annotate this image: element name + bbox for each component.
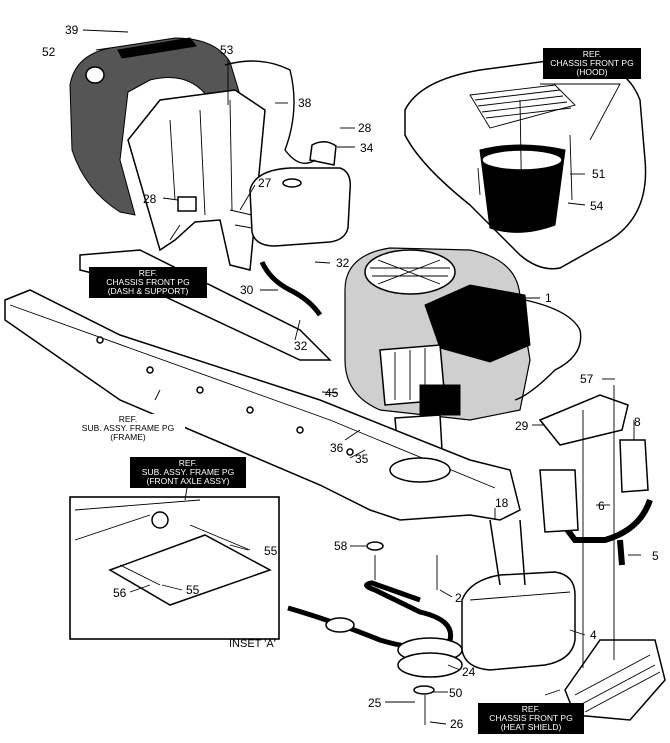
throttle-cable: [514, 299, 582, 401]
callout-53: 53: [220, 43, 234, 57]
ref-hood-line1: REF.: [582, 49, 602, 59]
fuel-tank: [229, 141, 352, 247]
ref-hood-line3: (HOOD): [576, 67, 608, 77]
engine: [344, 247, 531, 453]
callout-58: 58: [334, 539, 348, 553]
callout-52: 52: [42, 45, 56, 59]
callout-28b: 28: [143, 192, 157, 206]
callout-26: 26: [450, 717, 464, 731]
bracket: [538, 394, 629, 446]
callout-30: 30: [240, 283, 254, 297]
callout-36: 36: [330, 441, 344, 455]
callout-50: 50: [449, 686, 463, 700]
ref-frame-line1: REF.: [118, 414, 138, 424]
callout-55a: 55: [264, 544, 278, 558]
callout-numbers: 39 52 53 38 28 34 27 28 51 54 32 30 1 32…: [42, 23, 659, 731]
callout-32a: 32: [336, 256, 350, 270]
callout-57: 57: [580, 372, 594, 386]
muffler: [461, 519, 576, 671]
inset-a-frame: [69, 496, 280, 640]
callout-54: 54: [590, 199, 604, 213]
ref-frame-line2: SUB. ASSY. FRAME PG: [81, 423, 175, 433]
ref-frame-line3: (FRAME): [110, 432, 146, 442]
callout-27: 27: [258, 176, 272, 190]
callout-39: 39: [65, 23, 79, 37]
callout-24: 24: [462, 665, 476, 679]
ref-box-frame: REF. SUB. ASSY. FRAME PG (FRAME): [71, 414, 185, 443]
exhaust-pipe: [557, 498, 653, 566]
callout-38: 38: [298, 96, 312, 110]
ref-heat-line2: CHASSIS FRONT PG: [489, 713, 573, 723]
ref-box-hood: REF. CHASSIS FRONT PG (HOOD): [543, 48, 641, 79]
ref-box-dash: REF. CHASSIS FRONT PG (DASH & SUPPORT): [89, 267, 207, 298]
callout-34: 34: [360, 141, 374, 155]
drive-belt: [287, 580, 463, 725]
callout-35: 35: [355, 452, 369, 466]
ref-heat-line3: (HEAT SHIELD): [500, 722, 562, 732]
ref-axle-line1: REF.: [178, 458, 198, 468]
callout-6: 6: [598, 499, 605, 513]
ref-axle-line3: (FRONT AXLE ASSY): [146, 476, 230, 486]
callout-29: 29: [515, 419, 529, 433]
dash-support: [127, 89, 266, 271]
ref-dash-line1: REF.: [138, 268, 158, 278]
ref-dash-line2: CHASSIS FRONT PG: [106, 277, 190, 287]
hood: [404, 57, 647, 270]
callout-51: 51: [592, 167, 606, 181]
ref-heat-line1: REF.: [521, 704, 541, 714]
ref-axle-line2: SUB. ASSY. FRAME PG: [141, 467, 235, 477]
fuel-line: [259, 260, 323, 317]
callout-25: 25: [368, 696, 382, 710]
callout-8: 8: [634, 415, 641, 429]
callout-4: 4: [590, 628, 597, 642]
callout-2: 2: [455, 591, 462, 605]
callout-32b: 32: [294, 339, 308, 353]
ref-hood-line2: CHASSIS FRONT PG: [550, 58, 634, 68]
callout-56: 56: [113, 586, 127, 600]
ref-dash-line3: (DASH & SUPPORT): [107, 286, 189, 296]
ref-box-axle: REF. SUB. ASSY. FRAME PG (FRONT AXLE ASS…: [130, 457, 246, 488]
callout-55b: 55: [186, 583, 200, 597]
callout-5: 5: [652, 549, 659, 563]
inset-a-label: INSET 'A': [229, 638, 276, 650]
callout-1: 1: [545, 291, 552, 305]
callout-45: 45: [325, 386, 339, 400]
ref-box-heatshield: REF. CHASSIS FRONT PG (HEAT SHIELD): [478, 703, 584, 734]
callout-18: 18: [495, 496, 509, 510]
callout-28a: 28: [358, 121, 372, 135]
